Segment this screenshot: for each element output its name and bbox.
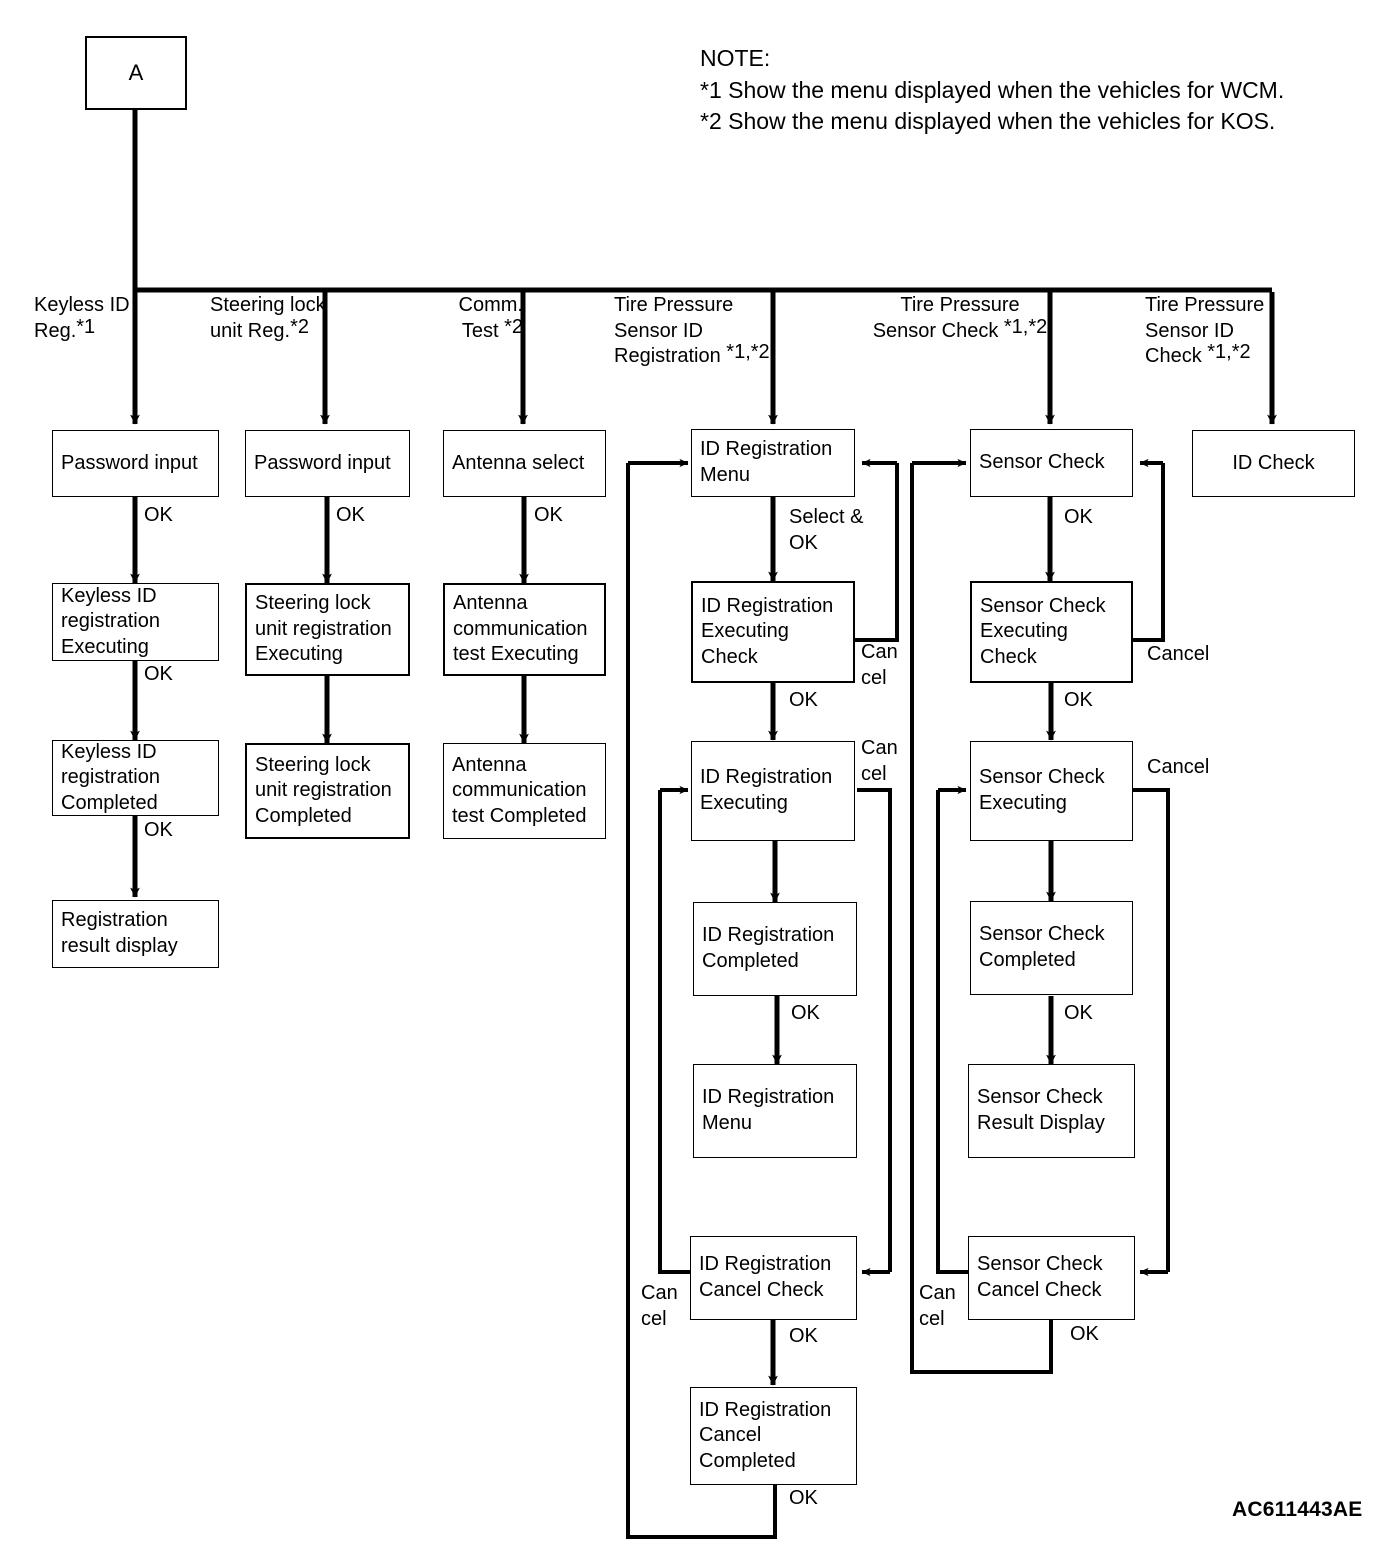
node-sensor-check-result-display: Sensor Check Result Display — [968, 1064, 1135, 1158]
node-keyless-registration-executing: Keyless ID registration Executing — [52, 583, 219, 661]
node-id-registration-cancel-check: ID Registration Cancel Check — [690, 1236, 857, 1320]
cancel-label-idreg-2: Can cel — [861, 737, 898, 785]
transition-idreg-cancel-ok: OK — [789, 1325, 818, 1347]
node-antenna-communication-test-completed: Antenna communication test Completed — [443, 743, 606, 839]
node-password-input-steering: Password input — [245, 430, 410, 497]
node-id-registration-menu-bottom: ID Registration Menu — [693, 1064, 857, 1158]
node-id-registration-executing: ID Registration Executing — [691, 741, 855, 841]
node-antenna-communication-test-executing: Antenna communication test Executing — [443, 583, 606, 676]
node-steering-unit-registration-executing: Steering lock unit registration Executin… — [245, 583, 410, 676]
node-id-check: ID Check — [1192, 430, 1355, 497]
transition-comm-ok-1: OK — [534, 504, 563, 526]
node-password-input-keyless: Password input — [52, 430, 219, 497]
cancel-label-idreg-3: Can cel — [641, 1282, 678, 1330]
node-sensor-check-executing-check: Sensor Check Executing Check — [970, 581, 1133, 683]
node-id-registration-menu-top: ID Registration Menu — [691, 429, 855, 497]
node-id-registration-cancel-completed: ID Registration Cancel Completed — [690, 1387, 857, 1485]
transition-sensorcheck-ok-2: OK — [1064, 689, 1093, 711]
transition-sensorcheck-ok-3: OK — [1064, 1002, 1093, 1024]
entry-node-a: A — [85, 36, 187, 110]
node-sensor-check-cancel-check: Sensor Check Cancel Check — [968, 1236, 1135, 1320]
transition-sensorcheck-ok-1: OK — [1064, 506, 1093, 528]
note-line-2: *2 Show the menu displayed when the vehi… — [700, 108, 1276, 134]
cancel-label-sensorcheck-3: Can cel — [919, 1282, 956, 1330]
note-line-1: *1 Show the menu displayed when the vehi… — [700, 77, 1285, 103]
transition-idreg-ok-1: OK — [789, 689, 818, 711]
transition-idreg-tail-ok: OK — [789, 1487, 818, 1509]
transition-keyless-ok-1: OK — [144, 504, 173, 526]
cancel-label-sensorcheck-2: Cancel — [1147, 756, 1210, 778]
transition-steering-ok-1: OK — [336, 504, 365, 526]
node-keyless-registration-completed: Keyless ID registration Completed — [52, 740, 219, 816]
node-sensor-check: Sensor Check — [970, 429, 1133, 497]
transition-idreg-select-ok: Select & OK — [789, 506, 864, 554]
node-id-registration-executing-check: ID Registration Executing Check — [691, 581, 855, 683]
transition-keyless-ok-2: OK — [144, 663, 173, 685]
transition-idreg-ok-2: OK — [791, 1002, 820, 1024]
node-sensor-check-executing: Sensor Check Executing — [970, 741, 1133, 841]
branch-label-comm-test: Comm.Test *2 — [458, 294, 523, 342]
cancel-label-sensorcheck-1: Cancel — [1147, 643, 1210, 665]
transition-keyless-ok-3: OK — [144, 819, 173, 841]
node-steering-unit-registration-completed: Steering lock unit registration Complete… — [245, 743, 410, 839]
transition-sensorcheck-tail-ok: OK — [1070, 1323, 1099, 1345]
node-antenna-select: Antenna select — [443, 430, 606, 497]
node-id-registration-completed: ID Registration Completed — [693, 902, 857, 996]
node-registration-result-display: Registration result display — [52, 900, 219, 968]
node-sensor-check-completed: Sensor Check Completed — [970, 901, 1133, 995]
figure-code: AC611443AE — [1232, 1498, 1363, 1521]
cancel-label-idreg-1: Can cel — [861, 641, 898, 689]
note-title: NOTE: — [700, 45, 771, 71]
